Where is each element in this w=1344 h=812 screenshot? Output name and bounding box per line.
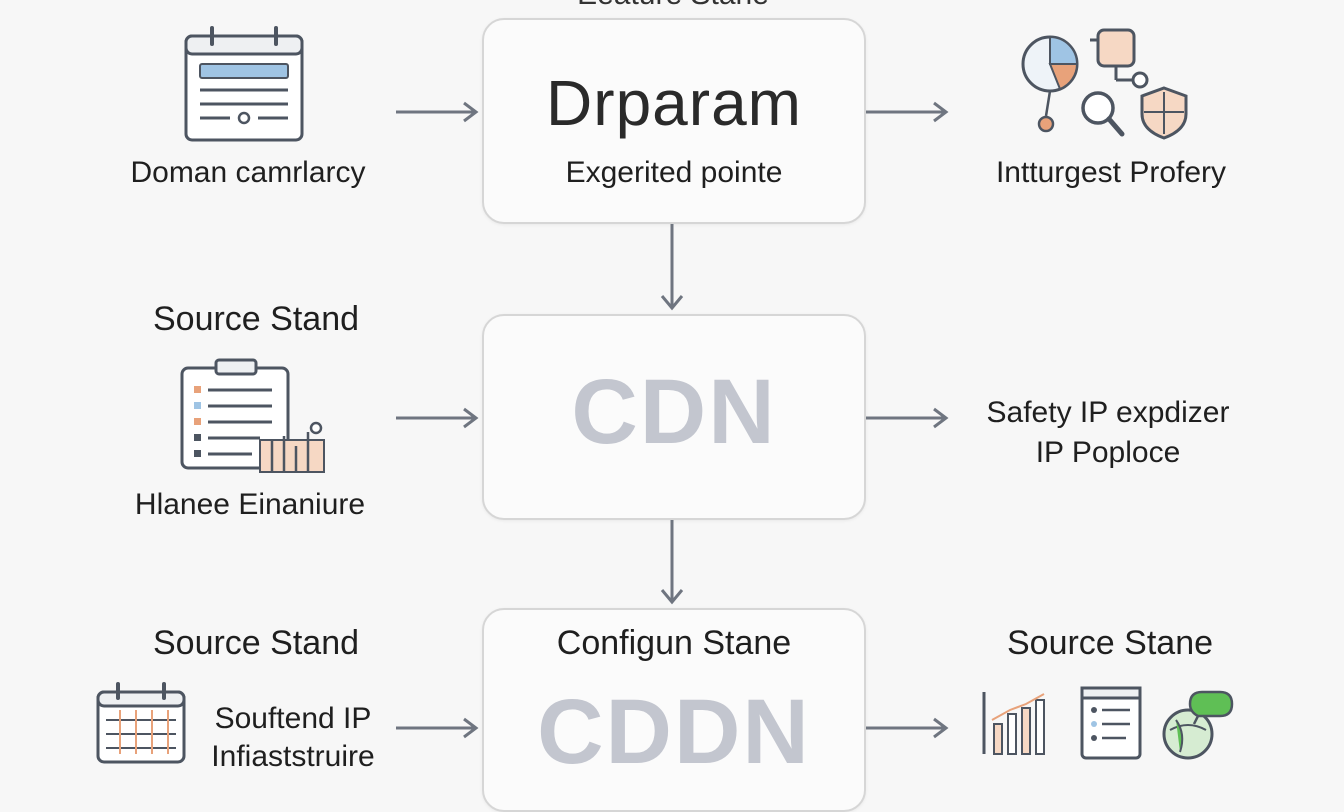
arrow-down-2 [660,520,684,605]
row2-left-heading: Source Stand [152,300,360,338]
arrow-down-1 [660,224,684,311]
cdn-title: CDN [571,361,777,463]
row3-left-line1: Souftend IP [214,702,372,735]
row3-right-heading: Source Stane [1006,624,1214,662]
calendar-grid-icon [96,682,186,764]
arrow-row3-left [396,717,479,739]
drparam-title: Drparam [546,67,802,139]
checklist-chart-icon [180,358,325,473]
arrow-row3-right [866,717,949,739]
arrow-row1-right [866,101,949,123]
top-clipped-label: Eeature Stane [548,0,798,12]
arrow-row2-right [866,407,949,429]
arrow-row1-left [396,101,479,123]
row3-left-line2: Infiaststruire [211,740,375,773]
row2-left-label: Hlanee Einaniure [134,488,366,521]
analytics-cluster-icon [1021,28,1188,140]
row1-right-label: Intturgest Profery [995,156,1227,189]
bar-chart-icon [982,692,1045,755]
drparam-box [482,18,866,224]
globe-chat-icon [1162,690,1234,760]
drparam-subtitle: Exgerited pointe [565,156,783,189]
calendar-doc-icon [184,26,304,142]
cddn-title: CDDN [537,681,811,783]
cdn-box [482,314,866,520]
row1-left-label: Doman camrlarcy [130,156,366,189]
row2-right-line2: IP Poploce [1035,436,1181,469]
list-doc-icon [1080,686,1142,760]
config-heading: Configun Stane [556,624,792,662]
row3-left-heading: Source Stand [152,624,360,662]
row2-right-line1: Safety IP expdizer [986,396,1230,429]
arrow-row2-left [396,407,479,429]
